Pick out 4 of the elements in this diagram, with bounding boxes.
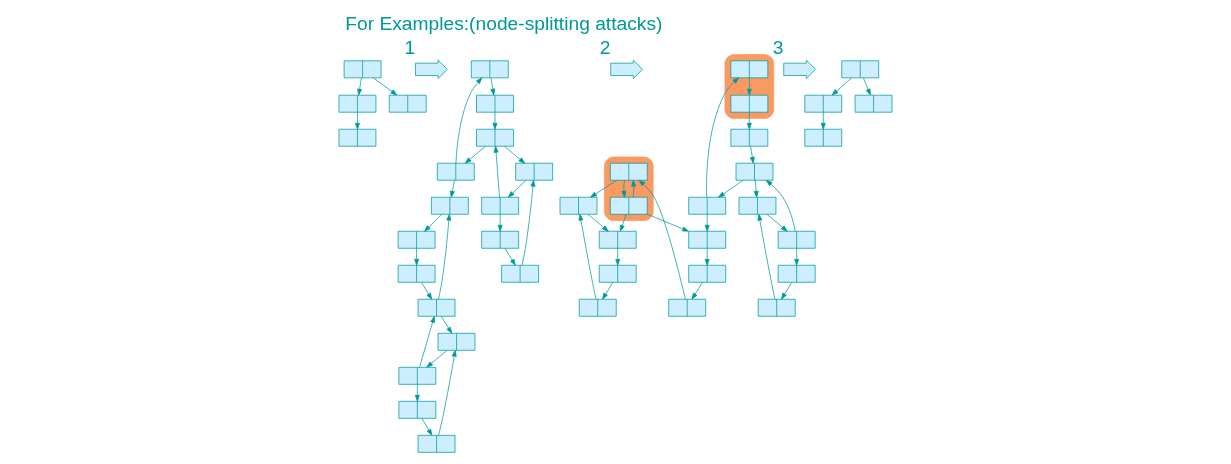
node-label: 1	[404, 37, 416, 59]
diagram-title: For Examples:(node-splitting attacks)	[345, 12, 663, 34]
node-label: 3	[772, 37, 784, 59]
node-label: 2	[599, 37, 611, 59]
